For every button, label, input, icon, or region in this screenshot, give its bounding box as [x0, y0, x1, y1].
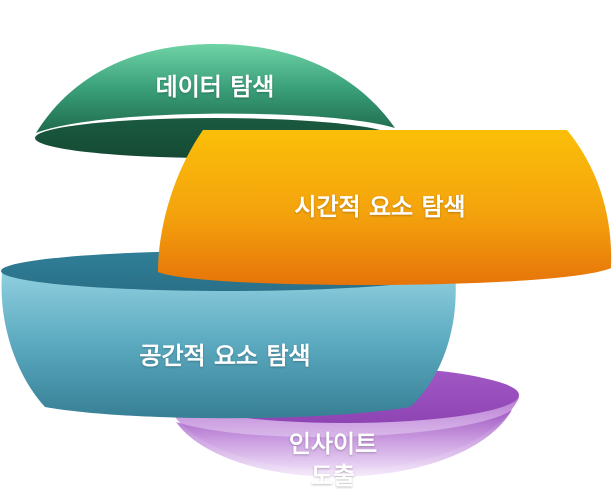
- insight-label-line1: 인사이트: [288, 430, 378, 458]
- time-exploration-label: 시간적 요소 탐색: [294, 193, 466, 221]
- space-exploration-label: 공간적 요소 탐색: [139, 342, 311, 370]
- insight-label: 인사이트 도출: [258, 428, 408, 492]
- insight-label-line2: 도출: [310, 462, 356, 490]
- time-exploration-segment: [158, 130, 612, 286]
- data-exploration-label: 데이터 탐색: [155, 73, 275, 101]
